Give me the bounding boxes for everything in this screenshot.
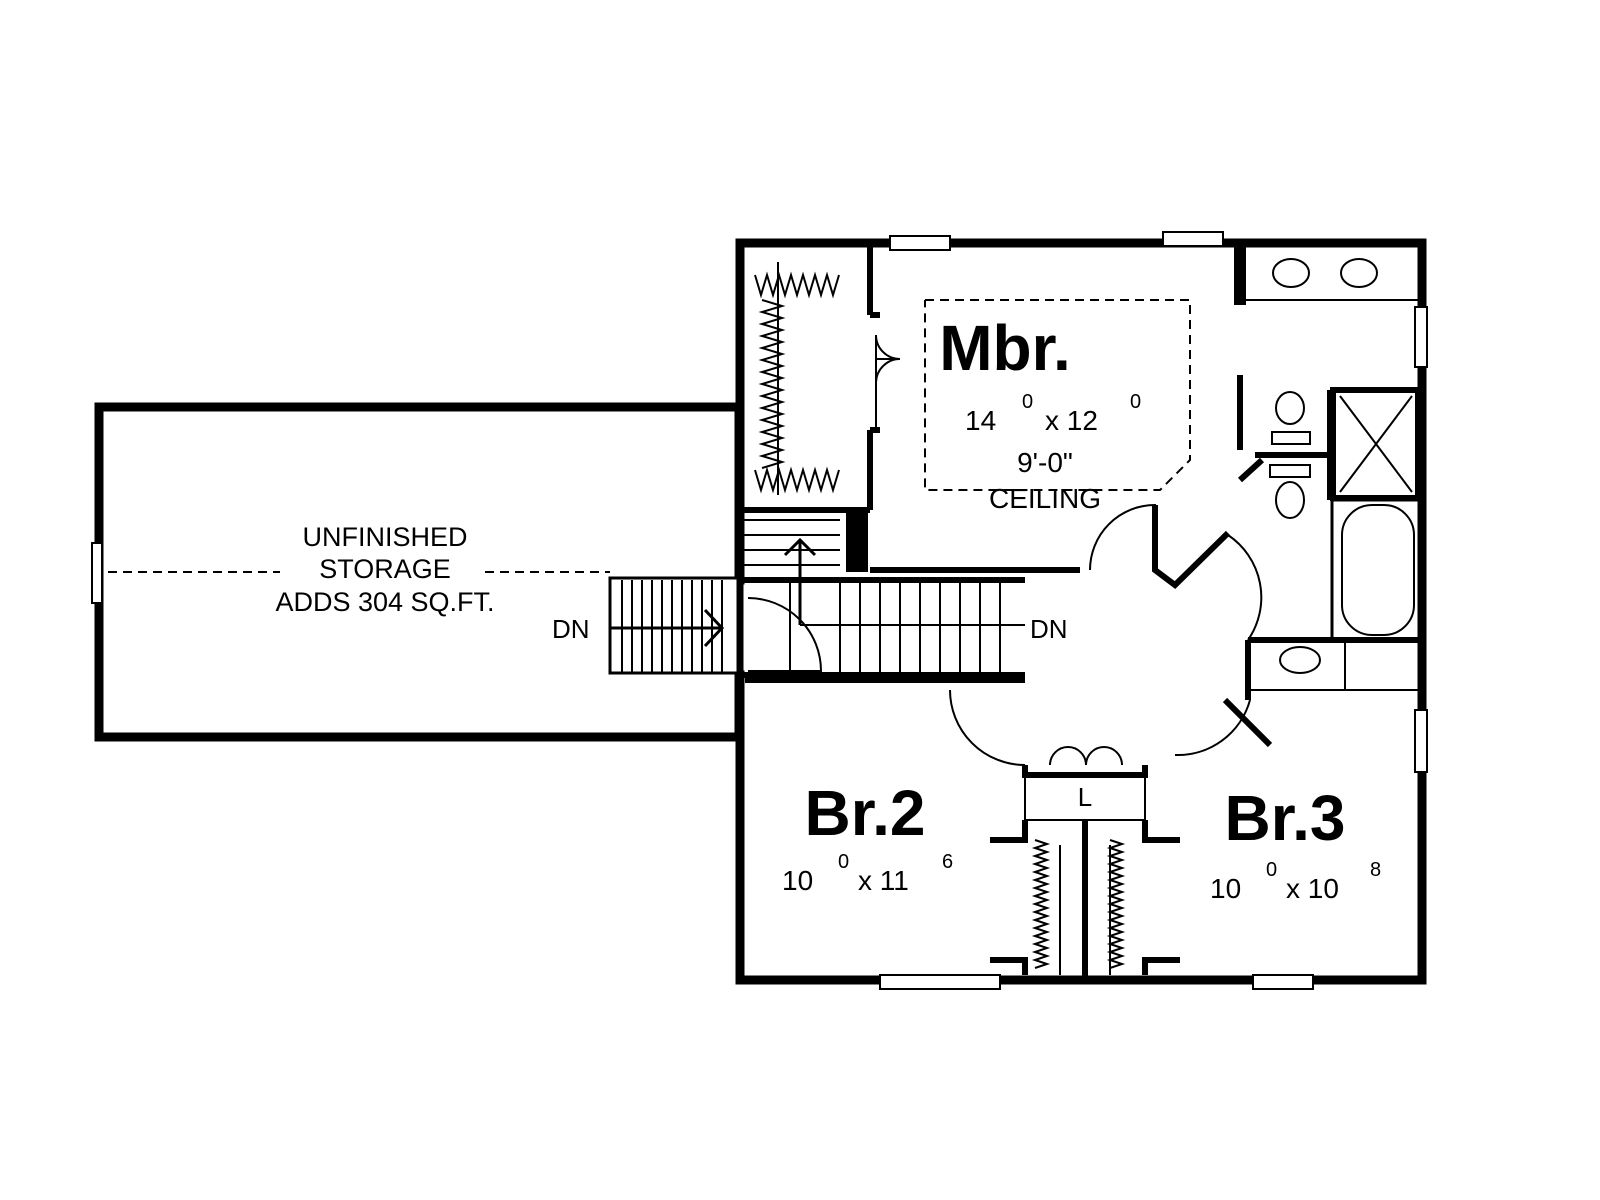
stairs-down-label-right: DN (1030, 614, 1068, 644)
master-dim-length-inches: 0 (1130, 391, 1141, 413)
br3-door-swing (1174, 699, 1251, 757)
bath-door-swing (1227, 534, 1263, 641)
window-right-2 (1414, 709, 1428, 773)
bedroom2-dim-width-inches: 0 (838, 851, 849, 873)
storage-label-line2: STORAGE (319, 554, 451, 584)
bedroom2-dim-width: 10 (782, 865, 813, 896)
master-ceiling-label: CEILING (989, 483, 1101, 514)
window-top-2 (1162, 231, 1224, 247)
stairs-down-label-left: DN (552, 614, 590, 644)
bedroom3-dim-length-inches: 8 (1370, 859, 1381, 881)
master-bedroom (870, 243, 1246, 589)
bedroom3-label: Br.3 (1225, 782, 1346, 854)
master-bedroom-label: Mbr. (939, 312, 1071, 384)
bedroom2-dim-length-inches: 6 (942, 851, 953, 873)
main-outline (735, 238, 1427, 985)
stairs (608, 519, 1025, 678)
master-dim-width: 14 (965, 405, 996, 436)
bedroom2-label: Br.2 (805, 777, 926, 849)
bedroom3-dim-width: 10 (1210, 873, 1241, 904)
window-bottom-2 (1252, 974, 1314, 990)
master-dim-width-inches: 0 (1022, 391, 1033, 413)
storage-label-line3: ADDS 304 SQ.FT. (275, 587, 494, 617)
bedroom3-dim-length: x 10 (1286, 873, 1339, 904)
window-bottom-1 (879, 974, 1001, 990)
window-top-1 (889, 235, 951, 251)
bedroom2-dim-length: x 11 (858, 865, 909, 896)
master-ceiling-height: 9'-0" (1017, 447, 1073, 478)
storage-door-swing (747, 597, 823, 672)
bedroom-partitions (745, 677, 1273, 980)
storage-window (91, 542, 103, 604)
window-right-1 (1414, 306, 1428, 368)
master-door-swing (1089, 503, 1156, 571)
storage-label-line1: UNFINISHED (302, 522, 467, 552)
br2-door-swing (949, 689, 1026, 766)
linen-closet-label: L (1078, 782, 1092, 812)
master-dim-length: x 12 (1045, 405, 1098, 436)
master-closet (740, 243, 901, 572)
bathroom (1227, 248, 1422, 700)
bedroom3-dim-width-inches: 0 (1266, 859, 1277, 881)
windows (879, 231, 1428, 990)
